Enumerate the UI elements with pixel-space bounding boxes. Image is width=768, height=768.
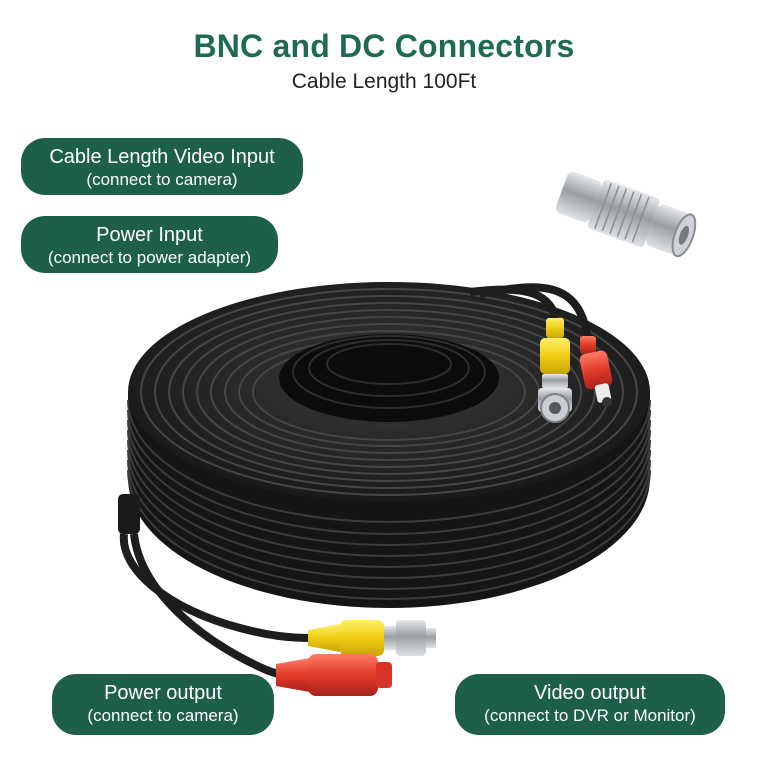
power-output-note: (connect to camera): [87, 706, 239, 725]
power-input-label: Power Input (connect to power adapter): [21, 216, 278, 273]
video-output-title: Video output: [534, 682, 646, 704]
page-subtitle: Cable Length 100Ft: [291, 70, 477, 93]
page-title: BNC and DC Connectors: [193, 28, 575, 64]
power-output-label: Power output (connect to camera): [52, 674, 274, 735]
dc-connector-icon: [276, 654, 392, 696]
dc-connector-icon: [579, 336, 613, 407]
power-input-title: Power Input: [96, 224, 203, 246]
video-input-title: Cable Length Video Input: [49, 146, 275, 168]
bnc-connector-icon: [308, 620, 436, 656]
bottom-cable-leads: [118, 494, 313, 680]
bnc-coupler-image: [555, 171, 697, 258]
cable-coil: [127, 282, 651, 608]
video-input-note: (connect to camera): [86, 170, 238, 189]
bnc-connector-icon: [538, 318, 572, 423]
top-cable-leads: [469, 283, 592, 341]
power-input-note: (connect to power adapter): [47, 248, 252, 267]
video-output-note: (connect to DVR or Monitor): [484, 706, 696, 725]
video-output-label: Video output (connect to DVR or Monitor): [455, 674, 725, 735]
power-output-title: Power output: [104, 682, 222, 704]
video-input-label: Cable Length Video Input (connect to cam…: [21, 138, 303, 195]
